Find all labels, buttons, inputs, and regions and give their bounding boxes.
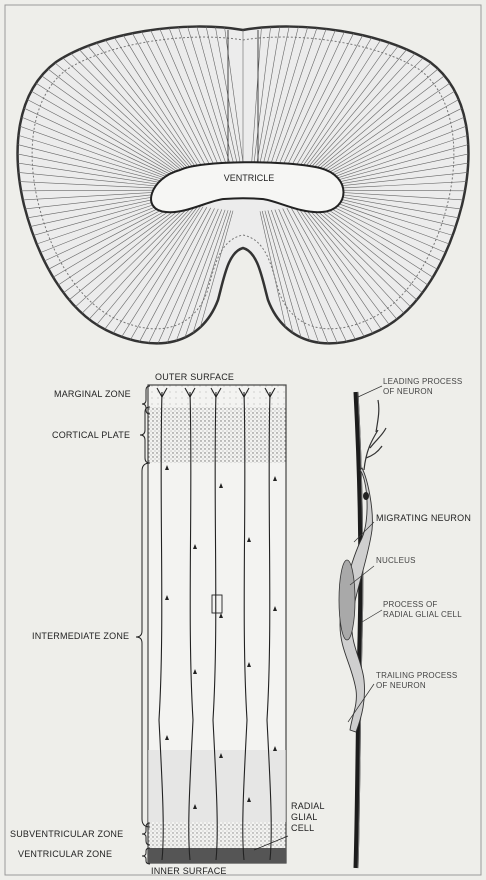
migrating-neuron-label: MIGRATING NEURON [376,513,471,524]
inner-surface-label: INNER SURFACE [151,866,227,877]
cortical-plate-band [148,407,286,463]
nucleus-label: NUCLEUS [376,555,416,566]
outer-surface-label: OUTER SURFACE [155,372,234,383]
zone-label-intermediate: INTERMEDIATE ZONE [32,631,129,642]
nucleus-shape [339,560,355,640]
zone-label-ventricular: VENTRICULAR ZONE [18,849,112,860]
leading-process-branches [364,400,386,470]
zone-label-marginal: MARGINAL ZONE [54,389,131,400]
glial-process [356,392,361,868]
cortical-column [148,385,286,863]
glial-process-label-2: RADIAL GLIAL CELL [383,609,462,620]
trailing-process-label-2: OF NEURON [376,680,426,691]
leading-process-label-2: OF NEURON [383,386,433,397]
zone-label-cortical-plate: CORTICAL PLATE [52,430,130,441]
radial-glial-label-3: CELL [291,823,314,834]
brain-cross-section: VENTRICLE [18,27,469,344]
radial-glial-label-2: GLIAL [291,812,318,823]
zone-label-subventricular: SUBVENTRICULAR ZONE [10,829,123,840]
radial-glial-label-1: RADIAL [291,801,325,812]
migrating-neuron-detail [339,386,386,868]
ventricle-label: VENTRICLE [224,173,275,183]
